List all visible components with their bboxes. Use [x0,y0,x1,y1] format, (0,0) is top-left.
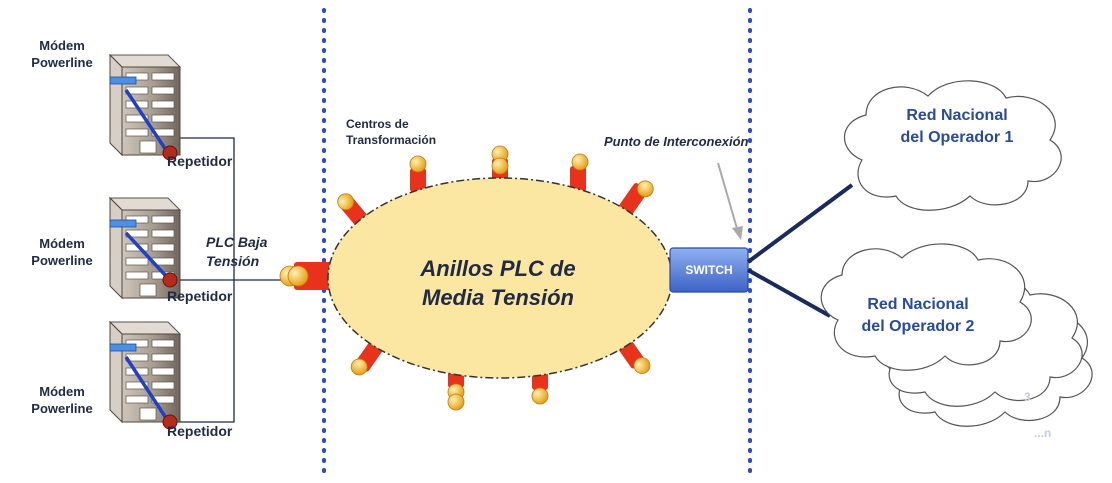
modem-label-line: Powerline [31,253,93,268]
cloud-label-line: del Operador 1 [900,129,1014,146]
centros-line: Centros de [346,117,409,131]
plc-low-voltage-label: PLC Baja Tensión [206,233,267,271]
stacked-cloud-label-n: ...n [1034,426,1052,440]
repeater-node [162,272,178,288]
backbone-links [746,183,854,318]
building-icon [108,320,182,424]
plc-low-line: Tensión [206,253,260,269]
repeater-node [162,145,178,161]
modem-label-3: Módem Powerline [17,383,107,417]
building-icon [108,196,182,300]
operator-2-label: Red Nacional del Operador 2 [818,294,1018,338]
modem-link [124,231,168,278]
transformation-center-node [279,262,332,290]
modem-label-line: Powerline [31,55,93,70]
interconnection-label: Punto de Interconexión [604,134,749,149]
stacked-cloud-label-3: 3 [1024,390,1031,404]
modem-link [124,356,168,419]
modem-link [124,89,168,151]
cloud-label-line: Red Nacional [906,107,1008,124]
ring-label-line: Anillos PLC de [420,256,576,281]
centros-line: Transformación [346,133,437,147]
repeater-label-2: Repetidor [167,288,233,304]
plc-low-line: PLC Baja [206,234,268,250]
switch-label: SWITCH [685,263,733,277]
transformation-centers-label: Centros de Transformación [346,116,436,148]
ring-label-line: Media Tensión [422,285,574,310]
modem-label-line: Módem [39,38,85,53]
ring-label: Anillos PLC de Media Tensión [388,254,608,312]
operator-1-cloud [843,80,1062,211]
modem-label-1: Módem Powerline [17,37,107,71]
repeater-label-1: Repetidor [167,153,233,169]
low-voltage-wiring [176,137,290,423]
modem-label-line: Módem [39,384,85,399]
transformation-center-node [619,180,654,215]
operator-2-cloud [820,243,1032,371]
operator-1-label: Red Nacional del Operador 1 [857,105,1057,149]
building-icon [108,53,182,157]
interconnection-arrow [717,162,743,240]
cloud-label-line: Red Nacional [867,296,969,313]
repeater-label-3: Repetidor [167,423,233,439]
transformation-center-node [570,153,589,192]
modem-label-line: Powerline [31,401,93,416]
modem-label-line: Módem [39,236,85,251]
transformation-center-node [409,155,427,192]
modem-label-2: Módem Powerline [17,235,107,269]
repeater-node [162,414,178,430]
cloud-label-line: del Operador 2 [861,318,975,335]
